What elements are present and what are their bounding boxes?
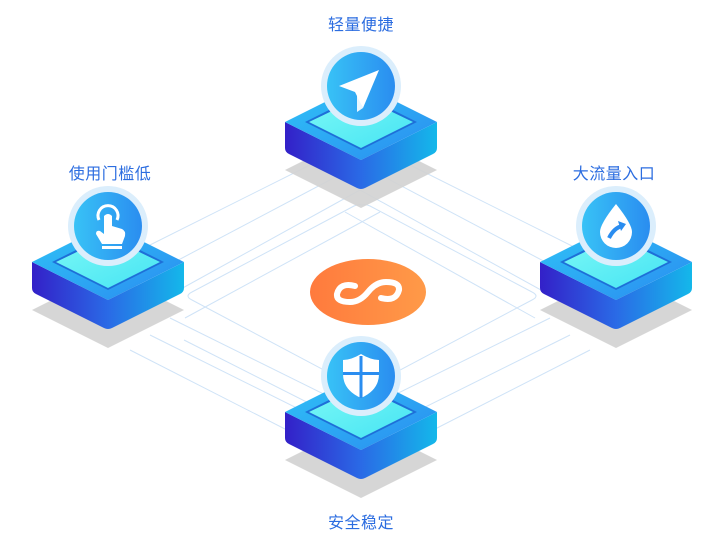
node-bottom-label: 安全稳定 [327,513,395,532]
paper-plane-icon [339,70,379,112]
node-bottom [285,336,437,498]
node-right-label: 大流量入口 [572,164,656,183]
droplet-arrow-icon [600,204,632,248]
node-top [285,46,437,208]
node-right [540,186,692,348]
node-left-label: 使用门槛低 [68,164,152,183]
node-top-label: 轻量便捷 [327,15,395,34]
link-icon [333,278,403,306]
tap-hand-icon [96,204,126,249]
center-link-badge [310,259,426,325]
shield-icon [343,354,379,398]
node-left [32,186,184,348]
